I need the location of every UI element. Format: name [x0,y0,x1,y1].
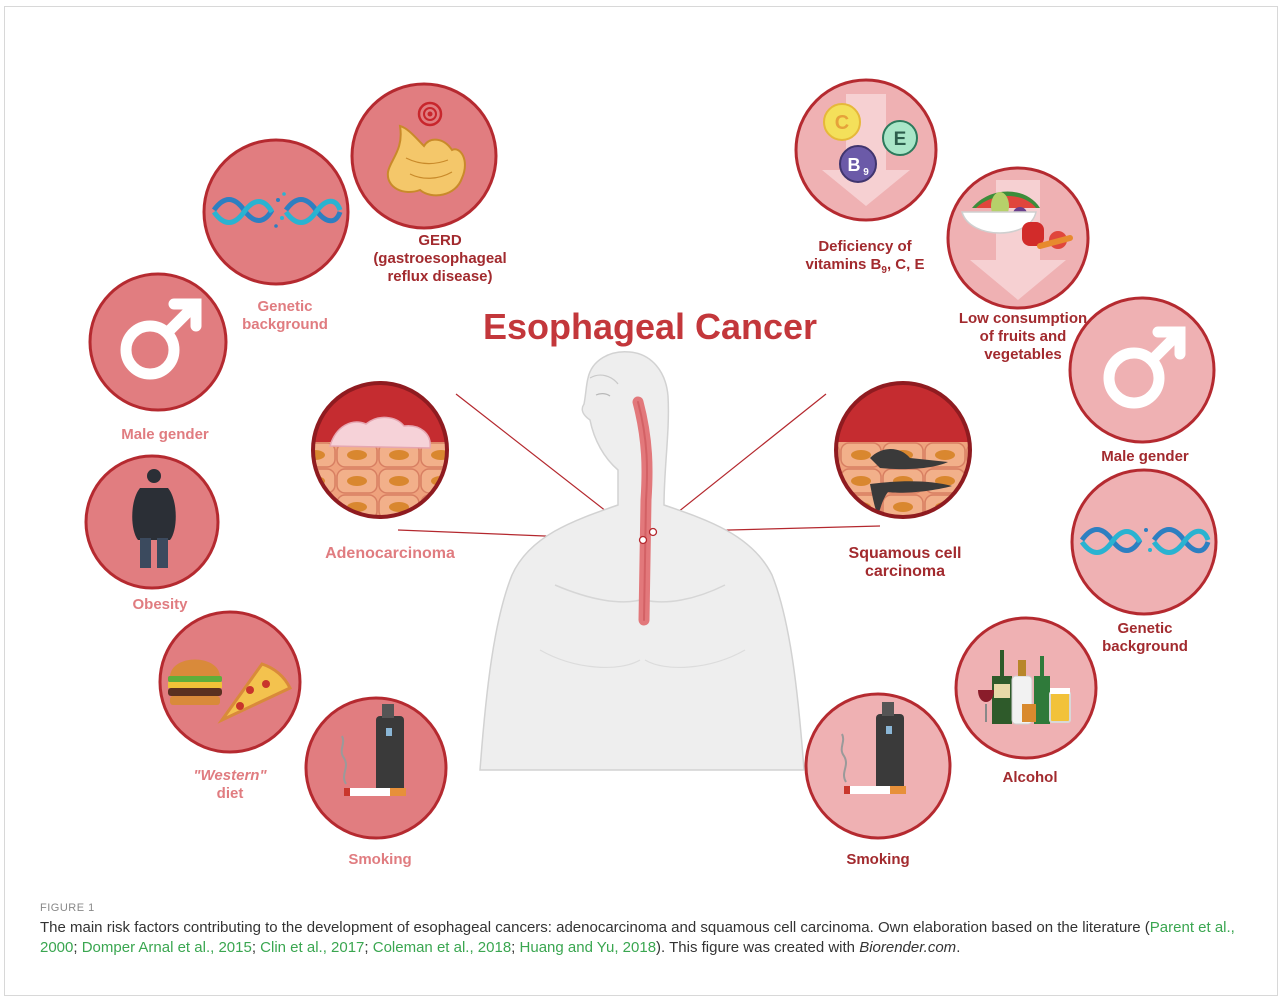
burger-icon [168,660,222,706]
obesity-circle [86,456,218,588]
fruits-label-line-2: of fruits and [948,328,1098,346]
gerd-label-line-2: (gastroesophageal [360,250,520,268]
genetic-right-line-1: Genetic [1080,620,1210,638]
vitamin-b9-icon: B 9 [840,146,876,182]
vitamin-e-icon: E [883,121,917,155]
squamous-zoom [833,380,973,522]
reference-link[interactable]: Clin et al., 2017 [260,939,364,956]
fruits-label-line-1: Low consumption [948,310,1098,328]
western-diet-circle [160,612,300,752]
genetic-background-right-label: Genetic background [1080,620,1210,656]
reference-link[interactable]: Huang and Yu, 2018 [520,939,657,956]
figure-caption: FIGURE 1 The main risk factors contribut… [40,902,1250,958]
fruits-vegetables-label: Low consumption of fruits and vegetables [948,310,1098,364]
squamous-cell-carcinoma-label: Squamous cell carcinoma [810,545,1000,581]
vitamin-label-line-2: vitamins B9, C, E [790,256,940,280]
genetic-factor-left-circle [204,140,348,284]
diagram-title: Esophageal Cancer [440,306,860,348]
genetic-left-line-2: background [220,316,350,334]
figure-number: FIGURE 1 [40,902,1250,914]
reference-link[interactable]: Domper Arnal et al., 2015 [82,939,252,956]
smoking-right-circle [806,694,950,838]
smoking-left-label: Smoking [320,851,440,869]
fruits-vegetables-circle [948,168,1088,308]
smoking-right-label: Smoking [820,851,936,869]
vitamin-label-line-1: Deficiency of [790,238,940,256]
smoking-left-circle [306,698,446,838]
genetic-left-line-1: Genetic [220,298,350,316]
gerd-label-line-1: GERD [360,232,520,250]
vape-icon [376,704,404,792]
svg-text:9: 9 [863,167,869,178]
human-body [480,352,804,770]
vape-icon [876,702,904,790]
squamous-label-line-1: Squamous cell [810,545,1000,563]
caption-text: The main risk factors contributing to th… [40,918,1250,958]
alcohol-circle [956,618,1096,758]
genetic-background-left-label: Genetic background [220,298,350,334]
gerd-label-line-3: reflux disease) [360,268,520,286]
adenocarcinoma-label: Adenocarcinoma [300,545,480,563]
obesity-label: Obesity [100,596,220,614]
male-gender-left-label: Male gender [100,426,230,444]
genetic-right-line-2: background [1080,638,1210,656]
svg-text:C: C [835,112,849,134]
western-diet-line-2: diet [170,785,290,803]
male-gender-right-label: Male gender [1080,448,1210,466]
western-diet-line-1: "Western" [170,767,290,785]
alcohol-label: Alcohol [980,769,1080,787]
vitamin-c-icon: C [824,104,860,140]
adenocarcinoma-zoom [310,380,450,522]
squamous-label-line-2: carcinoma [810,563,1000,581]
western-diet-label: "Western" diet [170,767,290,803]
gerd-label: GERD (gastroesophageal reflux disease) [360,232,520,286]
reference-link[interactable]: Coleman et al., 2018 [373,939,511,956]
gerd-factor-circle [352,84,496,228]
svg-text:B: B [848,155,861,175]
biorender-credit: Biorender.com [859,939,956,956]
genetic-factor-right-circle [1072,470,1216,614]
vitamin-deficiency-label: Deficiency of vitamins B9, C, E [790,238,940,280]
fruits-label-line-3: vegetables [948,346,1098,364]
vitamin-deficiency-circle: C E B 9 [796,80,936,220]
male-gender-left-circle [90,274,226,410]
svg-text:E: E [894,129,907,150]
